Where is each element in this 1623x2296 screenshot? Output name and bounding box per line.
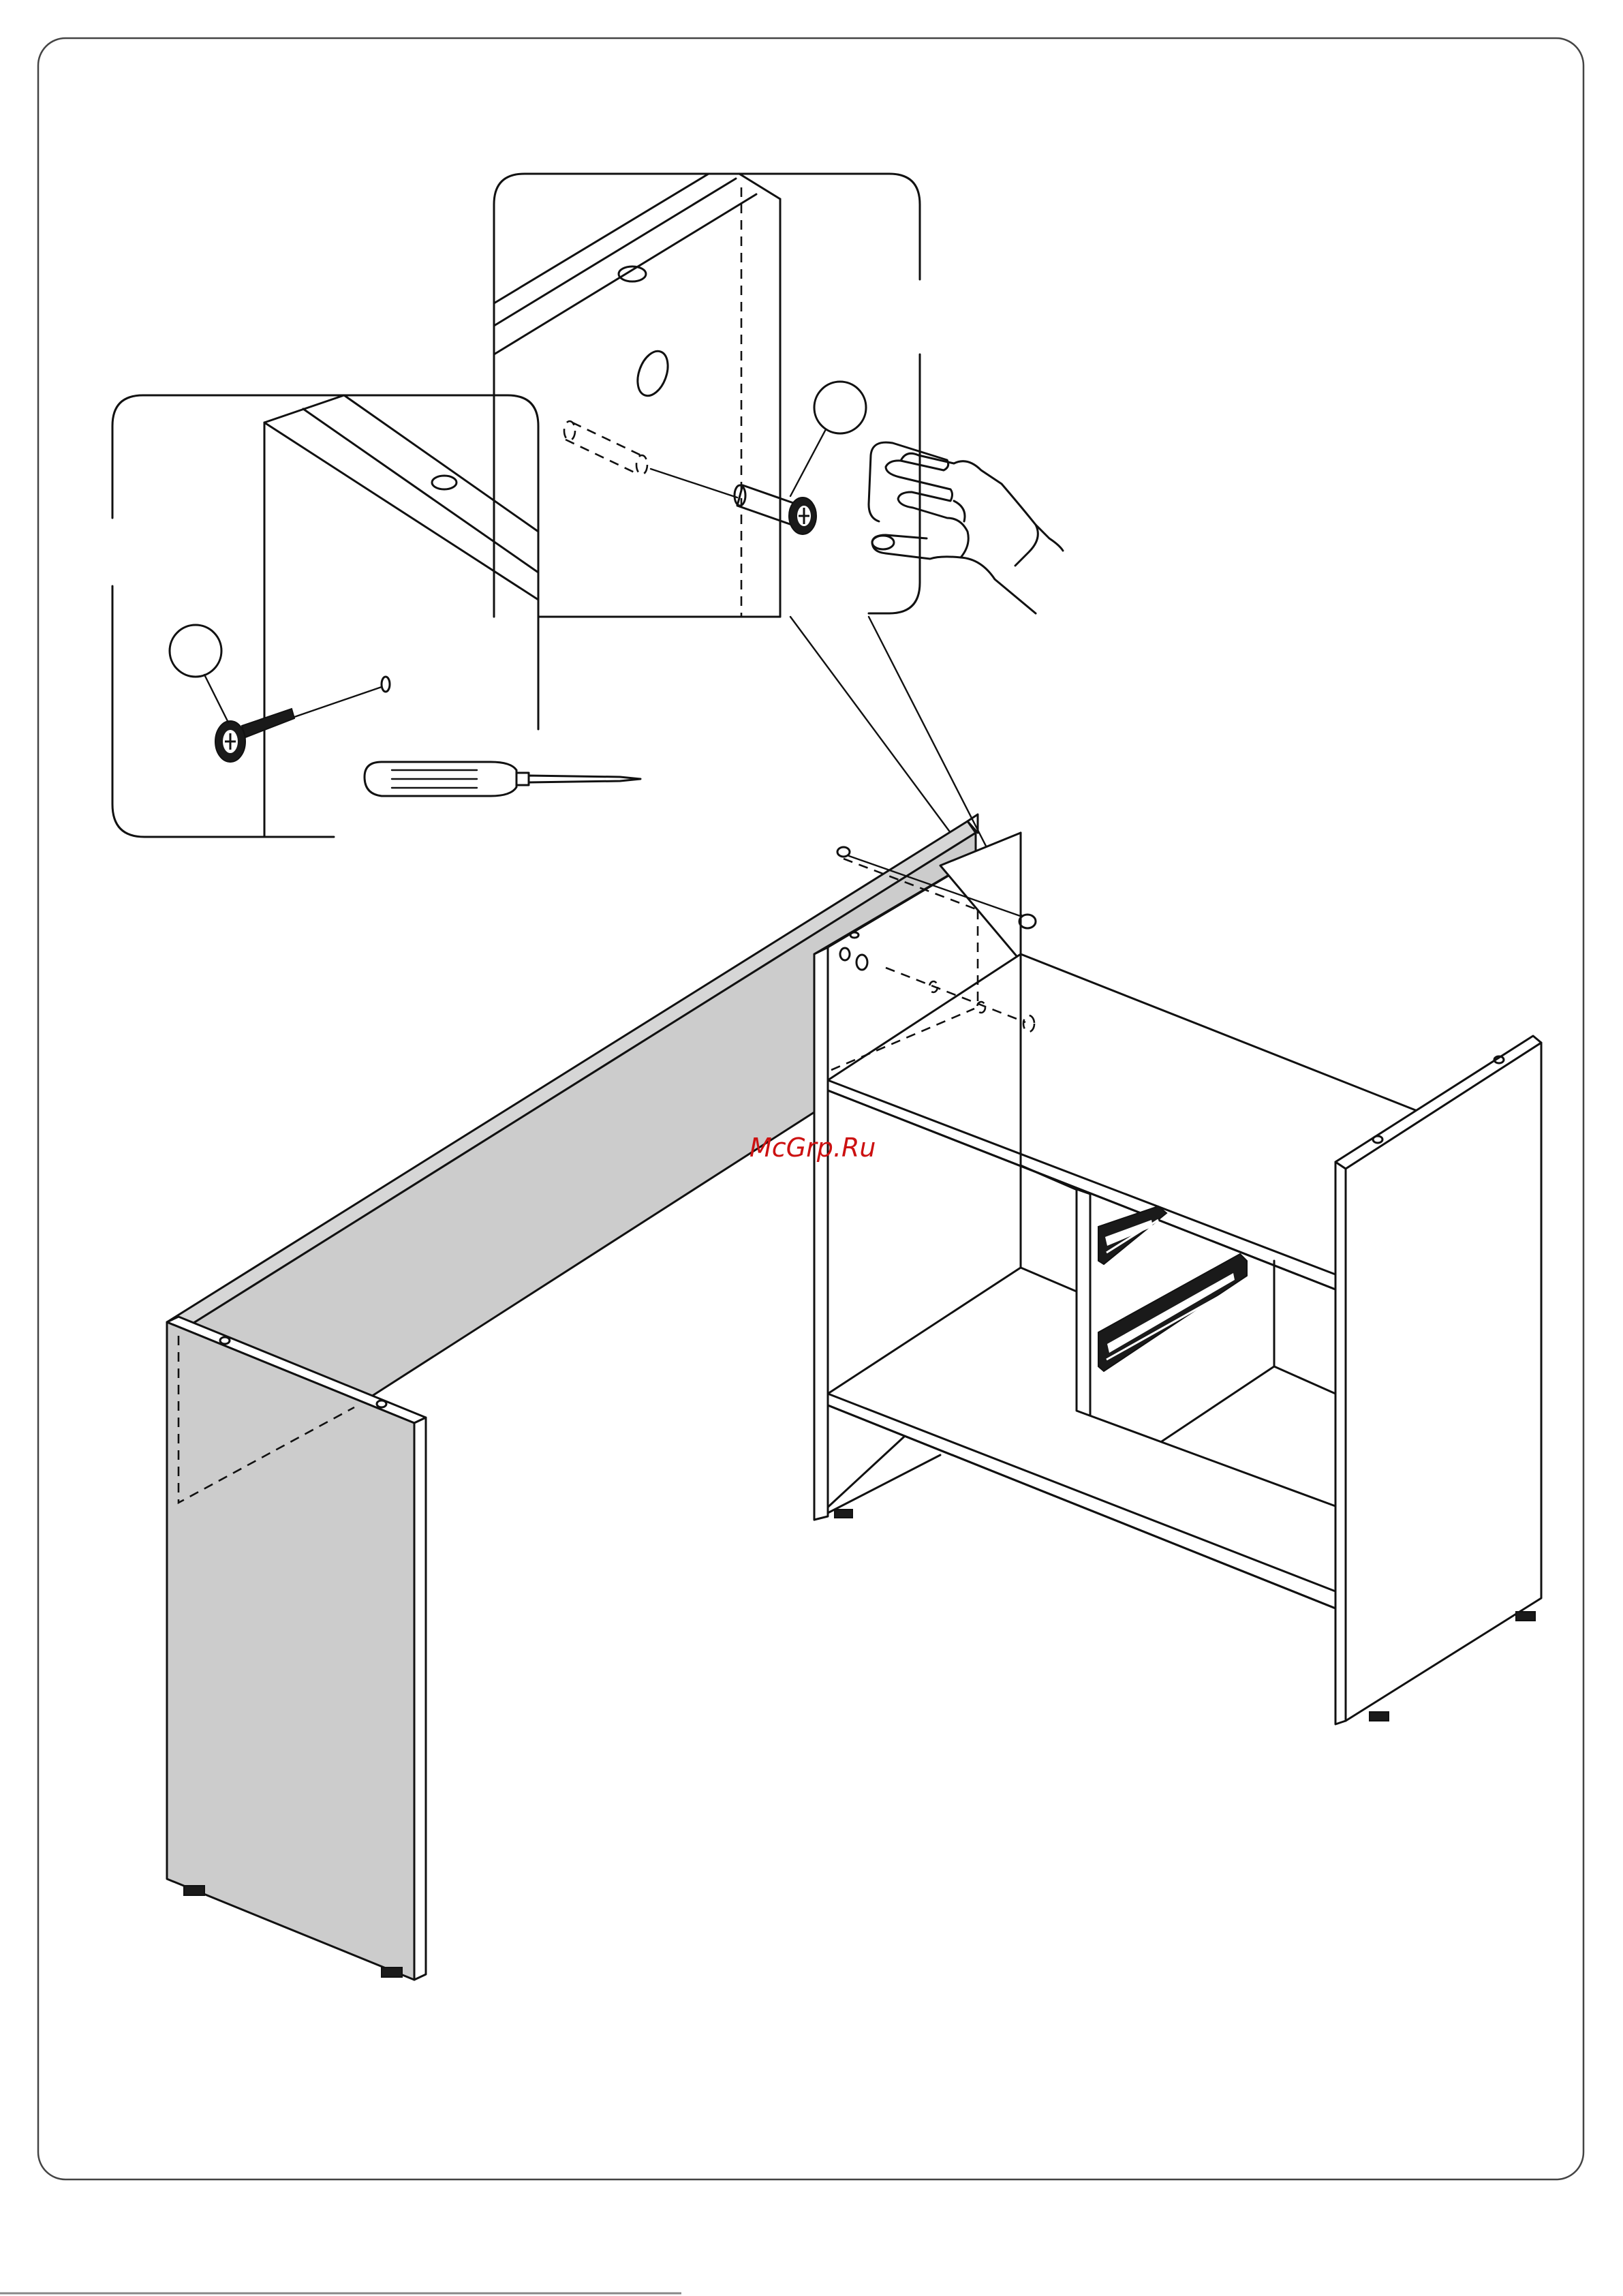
foot-pad xyxy=(1516,1612,1535,1621)
pilot-hole-icon xyxy=(382,677,390,692)
inset-frame-top-left xyxy=(112,395,538,729)
callout-circle-screw xyxy=(170,625,221,677)
cam-bolt-small xyxy=(1019,915,1036,928)
cam-bolt-icon xyxy=(735,485,816,534)
inset-frame-top xyxy=(494,174,920,617)
side-hole-icon xyxy=(632,347,674,400)
left-leg-side-edge xyxy=(414,1418,426,1980)
left-leg-panel xyxy=(167,1322,414,1980)
unit-right-panel-edge xyxy=(1335,1162,1346,1724)
callout-circle-cam-bolt xyxy=(814,382,866,433)
top-hole-icon xyxy=(619,266,646,281)
top-hole-icon xyxy=(432,476,457,489)
unit-left-panel-edge xyxy=(814,947,828,1520)
foot-pad xyxy=(835,1510,852,1518)
dowel-icon xyxy=(564,421,647,474)
desk-assembly xyxy=(167,814,1541,1980)
foot-pad xyxy=(1370,1712,1389,1721)
drawer-slide-icon xyxy=(1098,1206,1166,1264)
drawer-slide-icon xyxy=(1098,1254,1247,1371)
watermark-text: McGrp.Ru xyxy=(749,1133,876,1163)
inset-frame-right xyxy=(869,354,920,613)
screwdriver-icon xyxy=(365,762,640,796)
hand-icon xyxy=(869,442,1063,613)
foot-pad xyxy=(382,1968,402,1977)
screw-head-small xyxy=(837,847,850,857)
detail-inset-cam-bolt xyxy=(494,174,920,617)
foot-pad xyxy=(184,1886,204,1895)
screw-icon xyxy=(215,709,294,762)
